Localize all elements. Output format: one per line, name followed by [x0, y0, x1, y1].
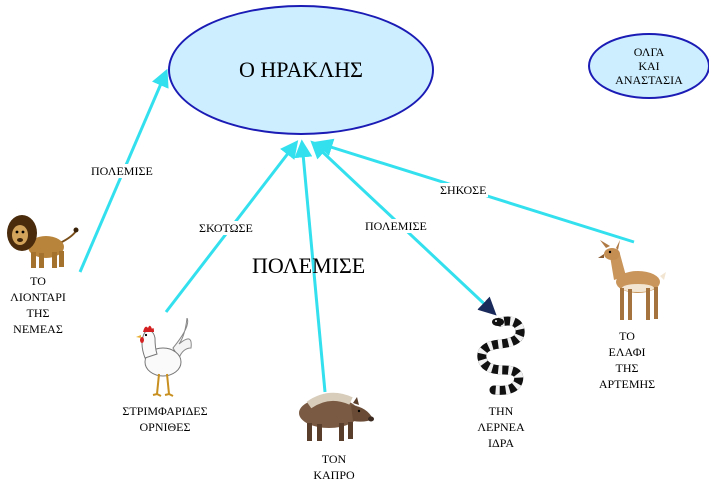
authors-node-label: ΟΛΓΑ ΚΑΙ ΑΝΑΣΤΑΣΙΑ — [615, 45, 683, 87]
boar-icon — [293, 389, 375, 445]
node-boar-label[interactable]: ΤΟΝ ΚΑΠΡΟ — [313, 452, 355, 482]
node-deer-label[interactable]: ΤΟ ΕΛΑΦΙ ΤΗΣ ΑΡΤΕΜΗΣ — [598, 329, 656, 391]
link-label-hydra: ΠΟΛΕΜΙΣΕ — [363, 219, 429, 233]
main-node-label: Ο ΗΡΑΚΛΗΣ — [239, 57, 363, 82]
main-node-heracles[interactable]: Ο ΗΡΑΚΛΗΣ — [168, 5, 434, 135]
node-birds-label[interactable]: ΣΤΡΙΜΦΑΡΙΔΕΣ ΟΡΝΙΘΕΣ — [122, 404, 208, 434]
snake-icon — [470, 314, 532, 396]
link-label-lion: ΠΟΛΕΜΙΣΕ — [89, 164, 155, 178]
central-link-label: ΠΟΛΕΜΙΣΕ — [252, 253, 366, 278]
link-label-birds: ΣΚΟΤΩΣΕ — [197, 221, 255, 235]
authors-node[interactable]: ΟΛΓΑ ΚΑΙ ΑΝΑΣΤΑΣΙΑ — [588, 33, 709, 99]
deer-icon — [596, 240, 668, 324]
node-hydra-label[interactable]: ΤΗΝ ΛΕΡΝΕΑ ΙΔΡΑ — [477, 404, 525, 450]
lion-icon — [4, 207, 80, 271]
link-label-deer: ΣΗΚΟΣΕ — [438, 183, 489, 197]
node-lion-label[interactable]: ΤΟ ΛΙΟΝΤΑΡΙ ΤΗΣ ΝΕΜΕΑΣ — [10, 274, 66, 336]
rooster-icon — [133, 316, 193, 400]
